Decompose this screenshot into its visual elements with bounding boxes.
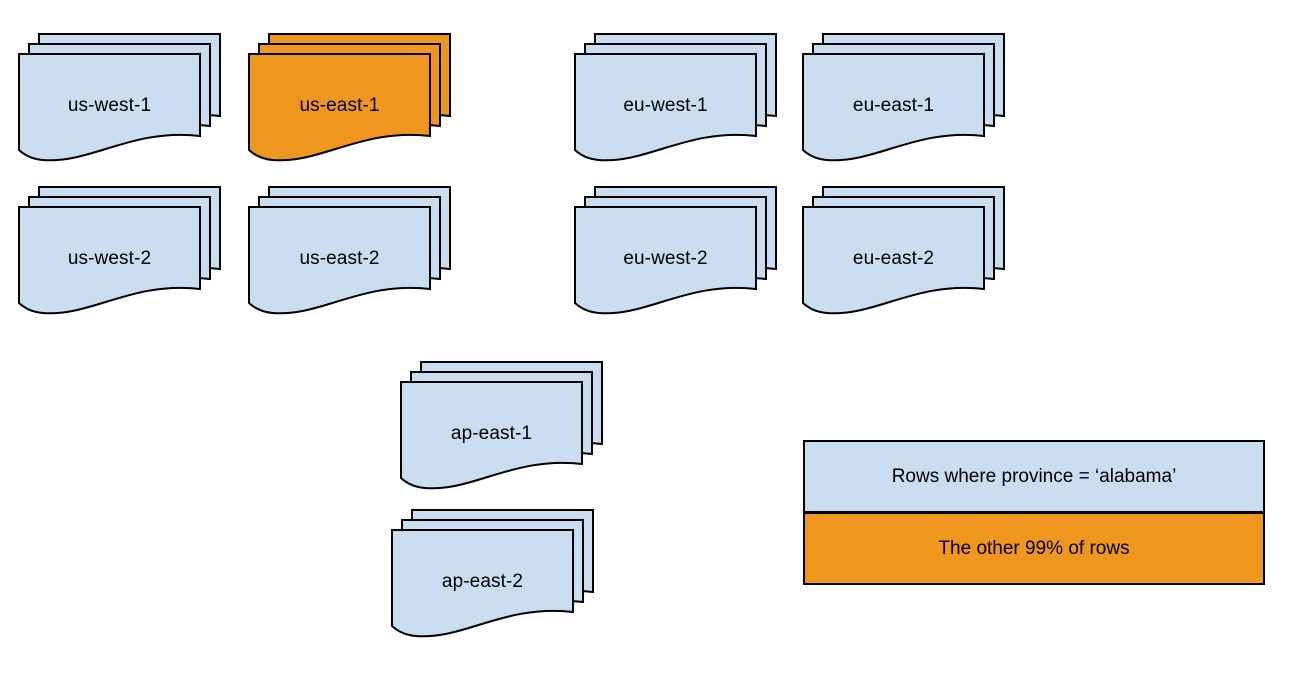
document-stack-eu-east-2[interactable]: eu-east-2: [784, 165, 1005, 335]
legend-label-orange: The other 99% of rows: [938, 537, 1130, 559]
document-sheet: [400, 381, 583, 490]
document-stack-shape-eu-east-2: [802, 186, 1005, 315]
document-sheet: [248, 206, 431, 315]
document-stack-shape-us-west-2: [18, 186, 221, 315]
legend-label-blue: Rows where province = ‘alabama’: [891, 465, 1177, 487]
document-stack-eu-west-1[interactable]: eu-west-1: [556, 12, 777, 182]
legend-row-blue: Rows where province = ‘alabama’: [803, 440, 1265, 513]
document-sheet: [18, 53, 201, 162]
document-stack-shape-ap-east-2: [391, 509, 594, 638]
legend-row-orange: The other 99% of rows: [803, 512, 1265, 585]
document-sheet: [391, 529, 574, 638]
document-stack-us-east-2[interactable]: us-east-2: [230, 165, 451, 335]
document-stack-ap-east-1[interactable]: ap-east-1: [382, 340, 603, 510]
document-stack-shape-us-east-2: [248, 186, 451, 315]
document-sheet: [802, 53, 985, 162]
document-sheet: [574, 206, 757, 315]
document-sheet: [18, 206, 201, 315]
document-stack-shape-us-west-1: [18, 33, 221, 162]
document-sheet: [802, 206, 985, 315]
legend: Rows where province = ‘alabama’ The othe…: [803, 440, 1265, 587]
document-stack-eu-west-2[interactable]: eu-west-2: [556, 165, 777, 335]
document-stack-us-west-2[interactable]: us-west-2: [0, 165, 221, 335]
document-stack-shape-eu-east-1: [802, 33, 1005, 162]
document-stack-us-east-1[interactable]: us-east-1: [230, 12, 451, 182]
document-stack-us-west-1[interactable]: us-west-1: [0, 12, 221, 182]
document-stack-shape-us-east-1: [248, 33, 451, 162]
document-sheet: [574, 53, 757, 162]
document-sheet: [248, 53, 431, 162]
document-stack-ap-east-2[interactable]: ap-east-2: [373, 488, 594, 658]
document-stack-shape-eu-west-1: [574, 33, 777, 162]
document-stack-eu-east-1[interactable]: eu-east-1: [784, 12, 1005, 182]
document-stack-shape-ap-east-1: [400, 361, 603, 490]
document-stack-shape-eu-west-2: [574, 186, 777, 315]
